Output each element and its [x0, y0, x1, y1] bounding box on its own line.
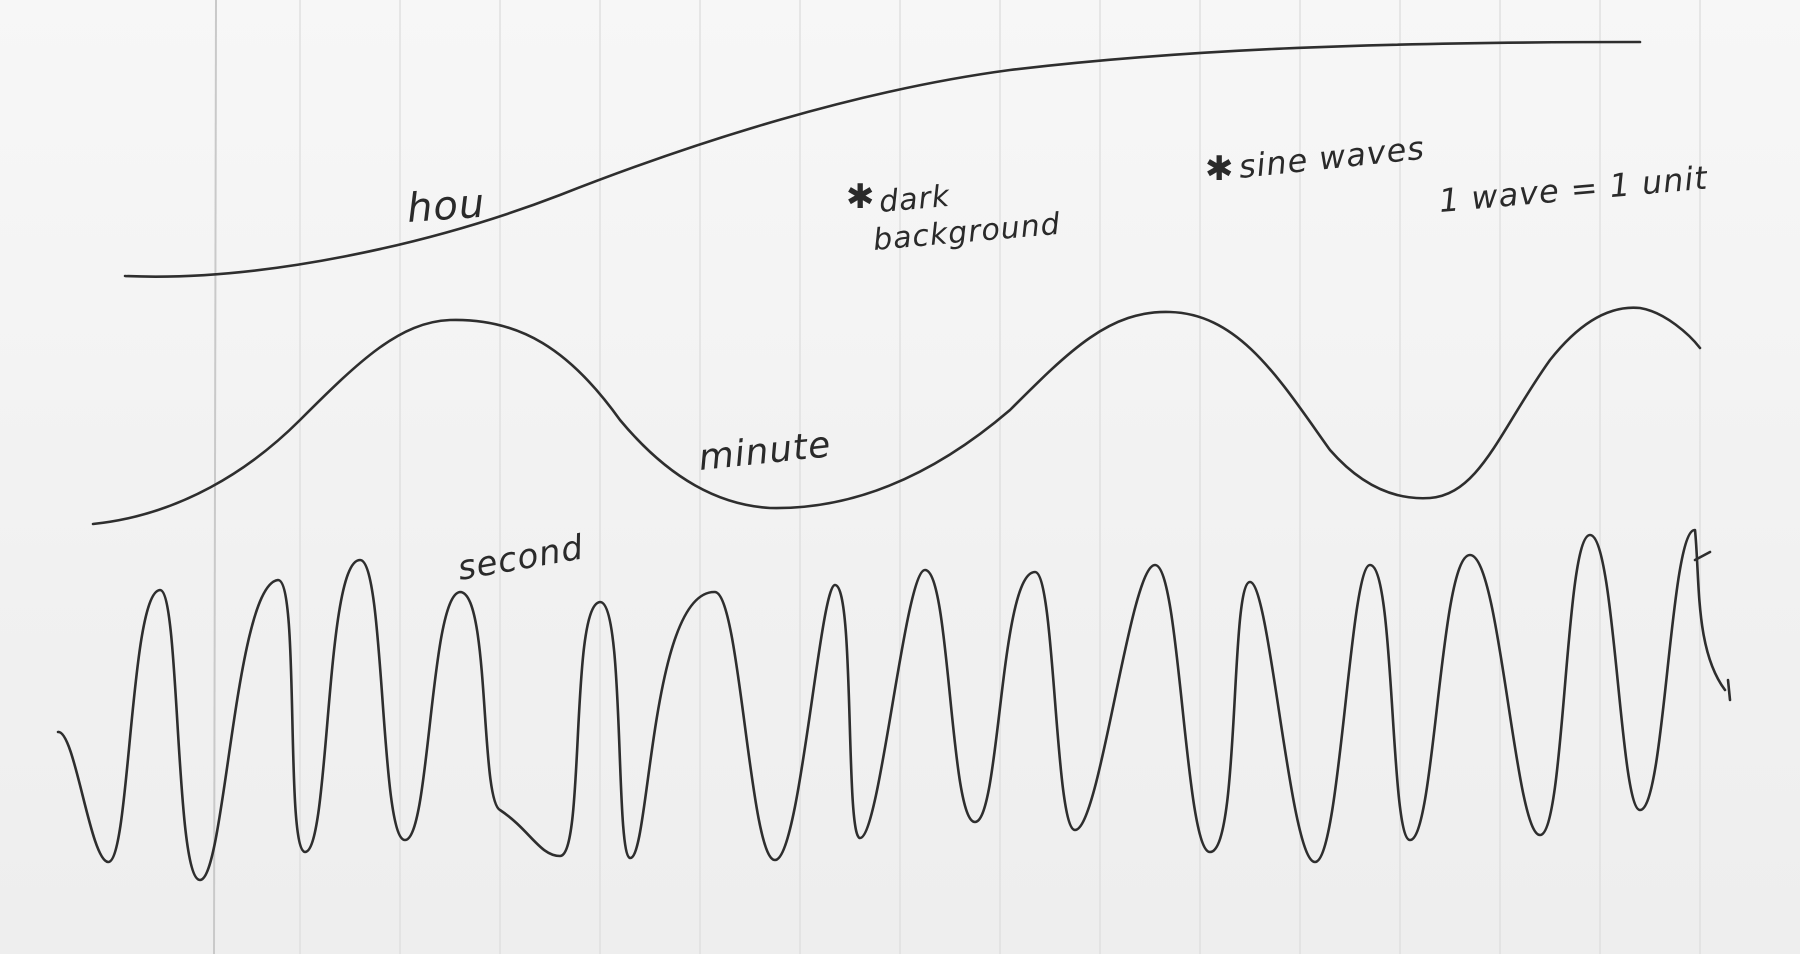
second-label: second — [455, 527, 587, 588]
note-wave-unit: 1 wave = 1 unit — [1437, 159, 1709, 220]
minute-wave — [91, 306, 1702, 526]
page-ruling — [213, 0, 1701, 954]
wave-end-tick — [1693, 550, 1732, 702]
hour-label: hou — [405, 181, 486, 232]
note-dark-background-line1: dark — [878, 179, 953, 220]
star-icon: ✱ — [1205, 149, 1235, 189]
second-wave — [56, 528, 1727, 882]
note-sine-waves: sine waves — [1237, 129, 1427, 186]
minute-label: minute — [697, 424, 834, 479]
hour-wave — [123, 40, 1642, 278]
star-icon: ✱ — [846, 177, 876, 217]
margin-line — [213, 0, 217, 954]
